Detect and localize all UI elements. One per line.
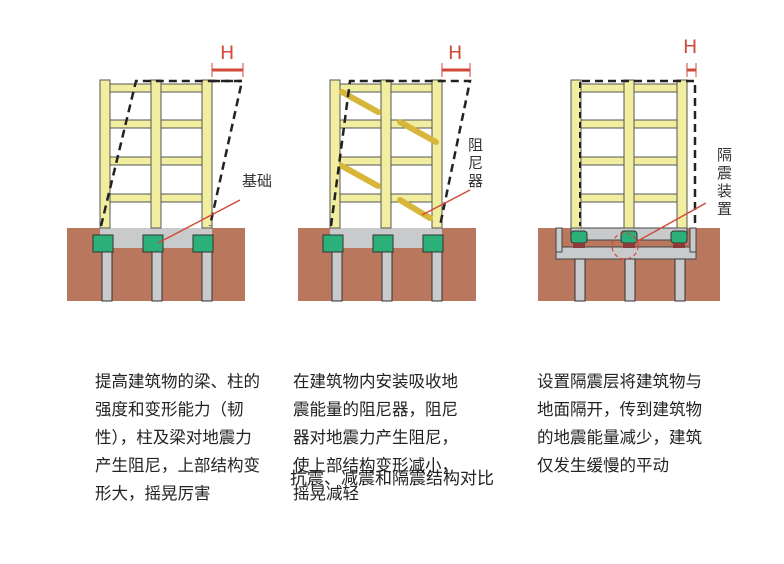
diagram: H H H 基础 阻尼器 隔震装置 提高建筑物的梁、柱的强度和变形能力（韧性），…: [67, 36, 733, 503]
displaced-outline: [582, 79, 697, 226]
pile: [201, 247, 213, 302]
isolator: [670, 230, 688, 244]
caption: 抗震、减震和隔震结构对比: [290, 469, 494, 489]
isolation-base: [555, 246, 697, 260]
footing: [422, 234, 444, 253]
leader-line: [421, 189, 471, 216]
column: [623, 79, 635, 229]
deformed-outline: [99, 79, 244, 227]
displacement-label-h: H: [448, 42, 463, 64]
damper: [339, 163, 381, 189]
isolator: [570, 230, 588, 244]
footing: [372, 234, 394, 253]
pile: [331, 247, 343, 302]
displacement-label-h: H: [220, 42, 235, 64]
isolator-bearing: [623, 243, 635, 248]
pile: [574, 258, 586, 302]
column: [380, 79, 392, 229]
column: [329, 79, 341, 229]
column: [99, 79, 111, 229]
column: [150, 79, 162, 229]
pile: [431, 247, 443, 302]
pile: [381, 247, 393, 302]
footing: [92, 234, 114, 253]
damper: [397, 119, 439, 145]
pile: [624, 258, 636, 302]
footing: [192, 234, 214, 253]
description-seismic-resistant: 提高建筑物的梁、柱的强度和变形能力（韧性），柱及梁对地震力产生阻尼，上部结构变形…: [95, 372, 260, 503]
retaining-wall: [555, 227, 563, 253]
pile: [151, 247, 163, 302]
leader-line: [157, 199, 241, 244]
column: [676, 79, 688, 229]
pile: [674, 258, 686, 302]
structure-illustrations: [67, 63, 720, 302]
retaining-wall: [689, 227, 697, 253]
highlight-circle: [611, 232, 639, 260]
description-isolation: 设置隔震层将建筑物与地面隔开，传到建筑物的地震能量减少，建筑仅发生缓慢的平动: [537, 372, 702, 475]
column: [201, 79, 213, 229]
leader-line: [635, 202, 707, 243]
footing: [142, 234, 164, 253]
foundation-label: 基础: [242, 172, 273, 190]
pile: [101, 247, 113, 302]
isolator-label: 隔震装置: [717, 146, 733, 218]
footing: [322, 234, 344, 253]
isolator-bearing: [673, 243, 685, 248]
deformed-outline: [329, 79, 472, 227]
description-damping: 在建筑物内安装吸收地震能量的阻尼器，阻尼器对地震力产生阻尼，使上部结构变形减小，…: [293, 372, 458, 503]
damper-label: 阻尼器: [468, 136, 484, 190]
column: [431, 79, 443, 229]
displacement-label-h: H: [683, 36, 698, 58]
damper: [397, 197, 433, 221]
isolator-bearing: [573, 243, 585, 248]
